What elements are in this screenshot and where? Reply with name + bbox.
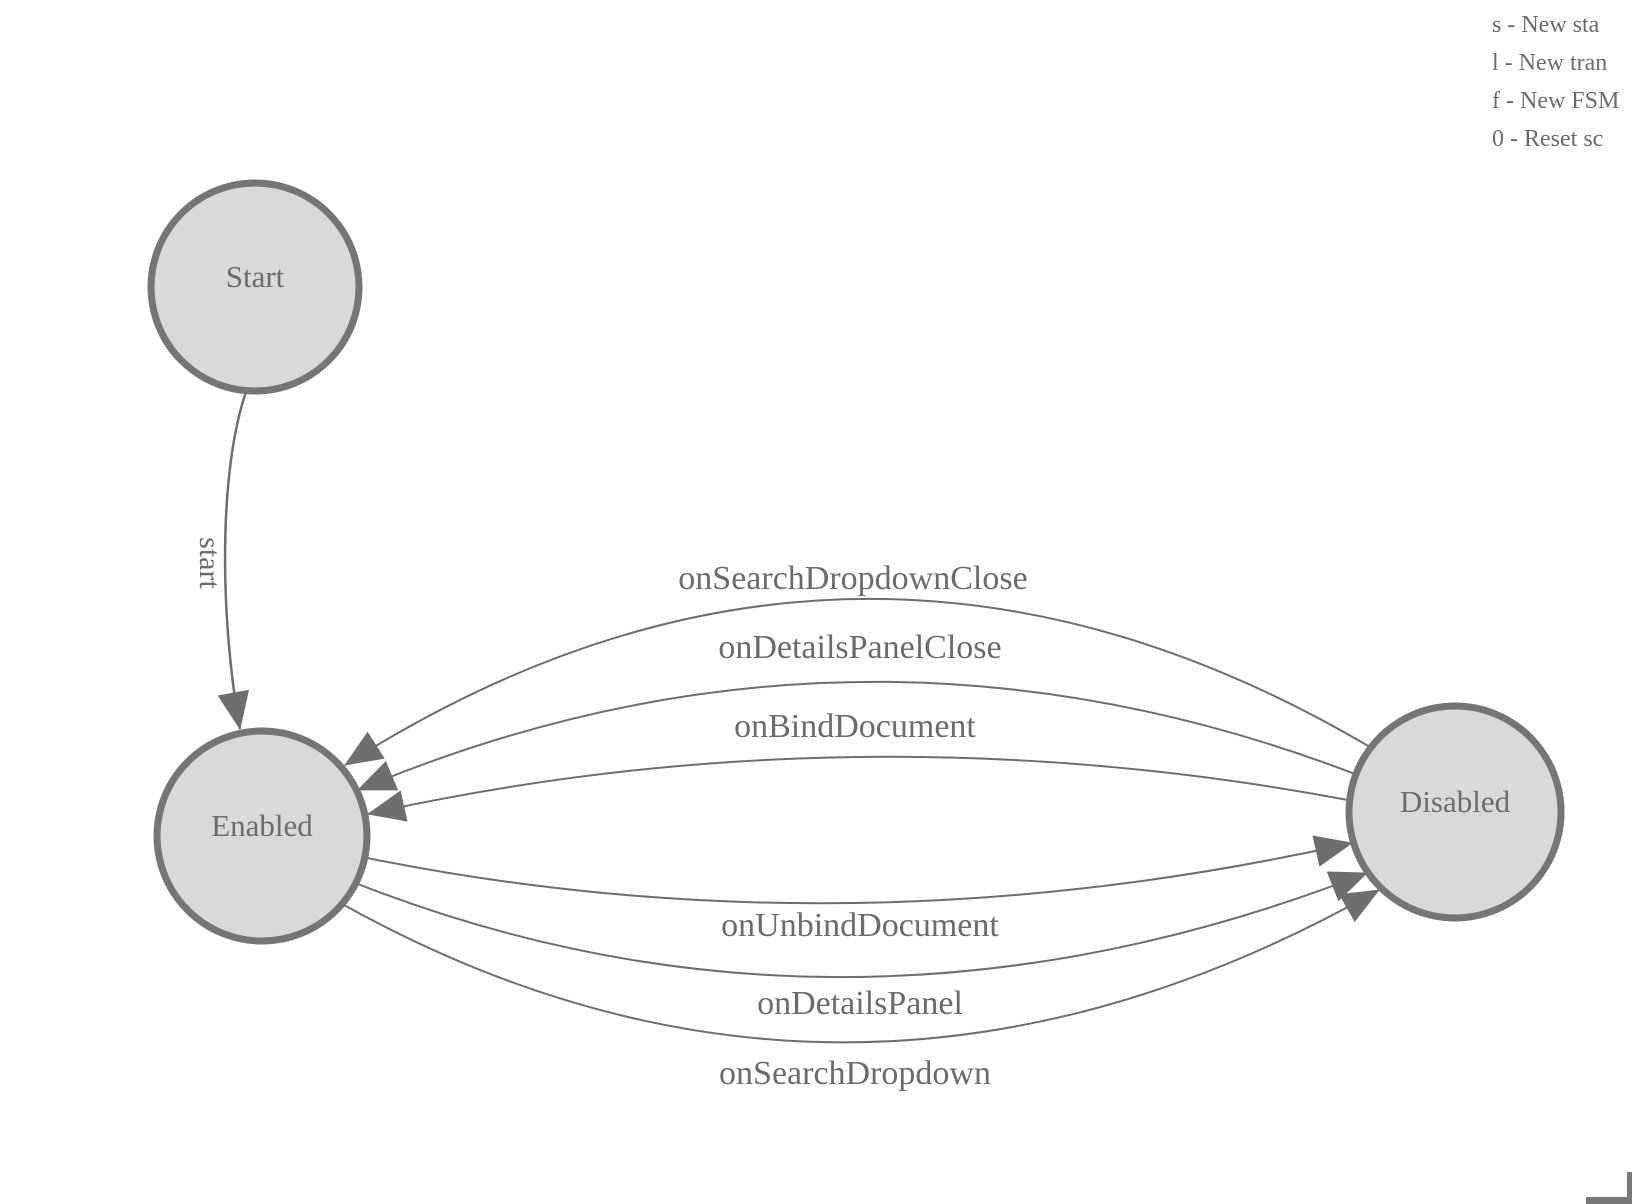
state-label-disabled: Disabled xyxy=(1400,784,1511,819)
transition-onsearchdropdown[interactable] xyxy=(343,889,1380,1044)
state-circle-enabled[interactable] xyxy=(153,727,371,945)
transition-label-ondetailspanelclose: onDetailsPanelClose xyxy=(718,629,1001,666)
transition-label-onsearchdropdownclose: onSearchDropdownClose xyxy=(678,560,1027,597)
transition-label-onbinddocument: onBindDocument xyxy=(734,708,976,745)
transition-onsearchdropdownclose[interactable] xyxy=(344,598,1371,766)
legend-item-reset: 0 - Reset sc xyxy=(1492,126,1604,152)
state-label-enabled: Enabled xyxy=(211,808,313,843)
legend-item-new-transition: l - New tran xyxy=(1492,50,1608,76)
transition-ondetailspanelclose[interactable] xyxy=(357,680,1356,791)
transition-ondetailspanel[interactable] xyxy=(357,871,1368,979)
state-circle-disabled[interactable] xyxy=(1345,702,1565,922)
state-label-start: Start xyxy=(226,259,285,294)
legend-item-new-state: s - New sta xyxy=(1492,12,1600,38)
transition-onbinddocument[interactable] xyxy=(367,755,1349,822)
shortcut-legend: s - New sta l - New tran f - New FSM 0 -… xyxy=(1492,6,1619,158)
corner-mark xyxy=(1586,1172,1632,1204)
state-node-start: Start xyxy=(147,179,363,395)
transition-onunbinddocument[interactable] xyxy=(366,835,1353,905)
transition-label-onsearchdropdown: onSearchDropdown xyxy=(719,1055,991,1092)
transition-label-ondetailspanel: onDetailsPanel xyxy=(757,985,963,1022)
transition-start-to-enabled[interactable] xyxy=(217,388,250,730)
transition-label-start: start xyxy=(193,537,226,589)
transition-label-onunbinddocument: onUnbindDocument xyxy=(721,907,999,944)
state-node-disabled: Disabled xyxy=(1345,702,1565,922)
legend-item-new-fsm: f - New FSM xyxy=(1492,88,1620,114)
state-circle-start[interactable] xyxy=(147,179,363,395)
state-node-enabled: Enabled xyxy=(153,727,371,945)
